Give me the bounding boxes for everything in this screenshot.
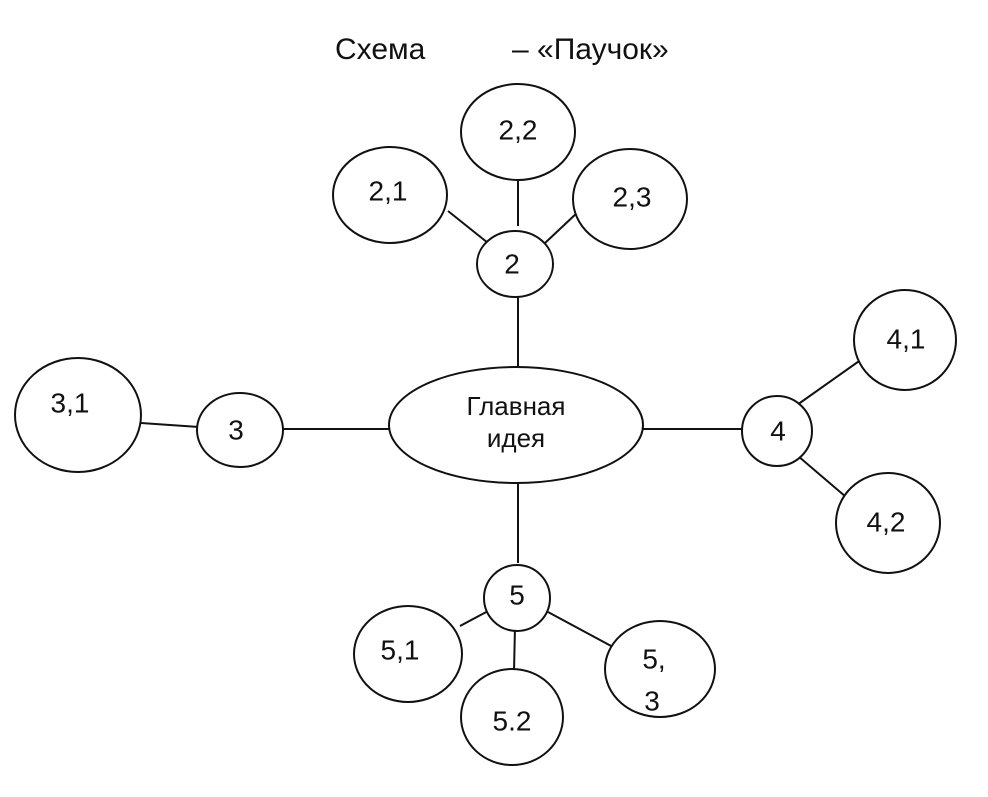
- connector-5-5-2: [513, 626, 516, 672]
- node-5-shape: [483, 564, 551, 632]
- title-left-text: Схема: [335, 33, 426, 66]
- connector-4-4-1: [796, 358, 863, 406]
- node-5-1-label: 5,1: [381, 634, 420, 665]
- node-2-1-label: 2,1: [369, 175, 408, 206]
- connector-2-2-1: [447, 210, 489, 244]
- title-right-text: – «Паучок»: [512, 33, 669, 66]
- node-3-label: 3: [228, 414, 244, 445]
- node-5-3-line2: 3: [644, 685, 660, 716]
- node-5-label: 5: [509, 579, 525, 610]
- node-2-2-label: 2,2: [499, 114, 538, 145]
- node-4-1-label: 4,1: [887, 323, 926, 354]
- connector-4-4-2: [797, 455, 847, 498]
- node-2-shape: [476, 230, 554, 298]
- node-3-1-shape: [14, 357, 142, 473]
- node-5-1-shape: [353, 605, 463, 703]
- node-3-shape: [196, 392, 284, 468]
- node-4-label: 4: [770, 415, 786, 446]
- connector-5-5-1: [459, 609, 491, 627]
- node-4-2-label: 4,2: [867, 506, 906, 537]
- node-center-line2: идея: [487, 423, 545, 453]
- diagram-title: Схема – «Паучок»: [0, 30, 988, 70]
- node-center-shape: [388, 366, 644, 484]
- node-5-2-label: 5.2: [493, 705, 532, 736]
- node-2-3-label: 2,3: [613, 181, 652, 212]
- node-4-shape: [741, 395, 813, 467]
- node-4-1-shape: [853, 289, 957, 391]
- node-5-2-shape: [460, 668, 564, 766]
- connector-3-3-1: [140, 422, 200, 428]
- connector-5-5-3: [547, 611, 614, 648]
- node-5-3-line1: 5,: [642, 643, 665, 674]
- node-2-1-shape: [332, 146, 448, 244]
- node-5-3-shape: [604, 620, 716, 718]
- node-2-3-shape: [572, 148, 688, 250]
- node-3-1-label: 3,1: [51, 387, 90, 418]
- node-center-line1: Главная: [467, 391, 566, 421]
- node-4-2-shape: [835, 472, 941, 574]
- connector-2-2-3: [544, 211, 579, 244]
- node-2-label: 2: [504, 248, 520, 279]
- node-2-2-shape: [460, 83, 576, 181]
